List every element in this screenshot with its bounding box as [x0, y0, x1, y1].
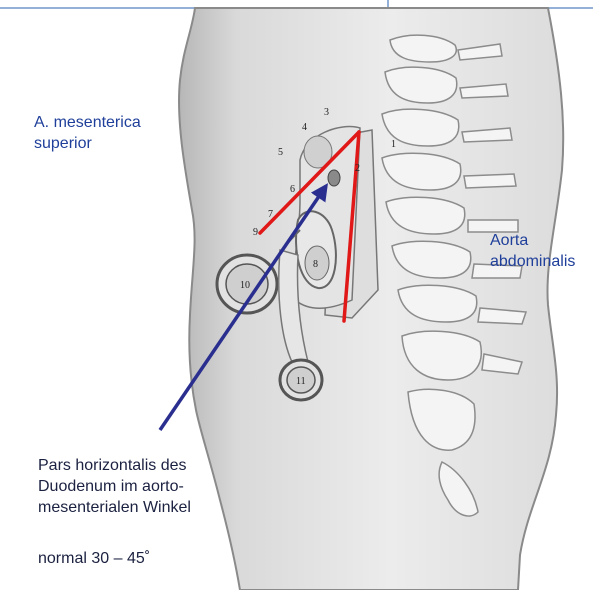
label-aorta: Aorta abdominalis — [490, 230, 575, 272]
label-duodenum: Pars horizontalis des Duodenum im aorto-… — [38, 455, 191, 518]
label-sma: A. mesenterica superior — [34, 112, 141, 154]
number-10: 10 — [240, 280, 250, 291]
number-5: 5 — [278, 147, 283, 158]
number-2: 2 — [355, 163, 360, 174]
number-7: 7 — [268, 209, 273, 220]
number-11: 11 — [296, 376, 306, 387]
sma-vessel — [328, 170, 340, 186]
number-4: 4 — [302, 122, 307, 133]
number-9: 9 — [253, 227, 258, 238]
label-normal-range: normal 30 – 45˚ — [38, 548, 150, 569]
number-8: 8 — [313, 259, 318, 270]
number-6: 6 — [290, 184, 295, 195]
number-1: 1 — [391, 139, 396, 150]
number-3: 3 — [324, 107, 329, 118]
